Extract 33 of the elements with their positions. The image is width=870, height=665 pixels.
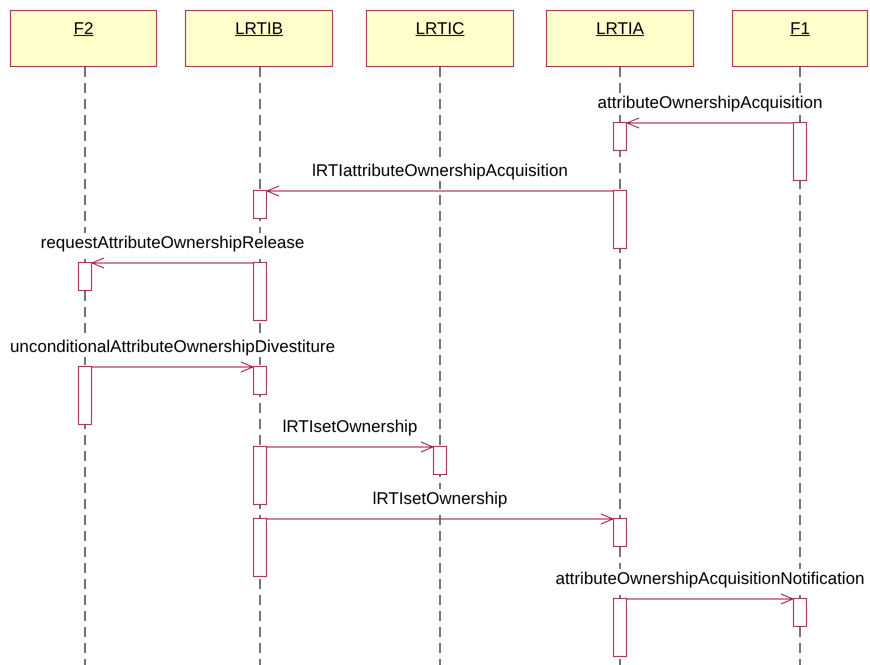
message-arrow: [266, 442, 434, 452]
object-box: F1: [732, 10, 868, 67]
message-arrow: [92, 362, 254, 372]
message-label: lRTIattributeOwnershipAcquisition: [312, 161, 568, 181]
message-label: lRTIsetOwnership: [282, 417, 418, 437]
object-box: LRTIA: [546, 10, 694, 67]
activation-bar: [613, 190, 627, 249]
activation-bar: [78, 366, 92, 425]
activation-bar: [253, 446, 267, 505]
activation-bar: [613, 598, 627, 657]
activation-bar: [253, 518, 267, 577]
activation-bar: [793, 598, 807, 627]
message-label: requestAttributeOwnershipRelease: [40, 233, 304, 253]
message-label: attributeOwnershipAcquisitionNotification: [556, 569, 864, 589]
message-label: lRTIsetOwnership: [372, 489, 508, 509]
activation-bar: [253, 262, 267, 321]
message-arrow: [626, 594, 794, 604]
message-label: unconditionalAttributeOwnershipDivestiture: [10, 337, 336, 357]
activation-bar: [613, 122, 627, 151]
activation-bar: [433, 446, 447, 475]
activation-bar: [793, 122, 807, 181]
activation-bar: [253, 366, 267, 395]
object-box: LRTIB: [185, 10, 333, 67]
message-arrow: [626, 118, 794, 128]
activation-bar: [78, 262, 92, 291]
message-label: attributeOwnershipAcquisition: [598, 93, 822, 113]
activation-bar: [253, 190, 267, 219]
message-arrow: [266, 514, 614, 524]
object-box: F2: [10, 10, 157, 67]
message-arrow: [266, 186, 614, 196]
activation-bar: [613, 518, 627, 547]
message-arrow: [92, 258, 254, 268]
object-box: LRTIC: [366, 10, 514, 67]
